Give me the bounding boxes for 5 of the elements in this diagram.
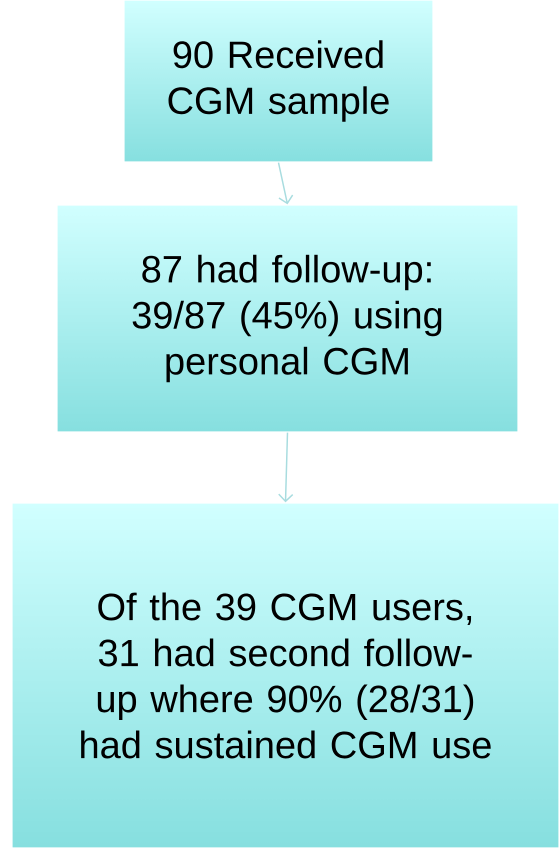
process-box: Of the 39 CGM users, 31 had second follow-up where 90% (28/31) had sustained CGM use: [11, 502, 559, 848]
arrow: [278, 432, 294, 502]
process-box: 87 had follow-up: 39/87 (45%) using personal CGM: [56, 204, 519, 433]
arrow: [278, 162, 294, 204]
process-box: 90 Received CGM sample: [123, 0, 434, 163]
